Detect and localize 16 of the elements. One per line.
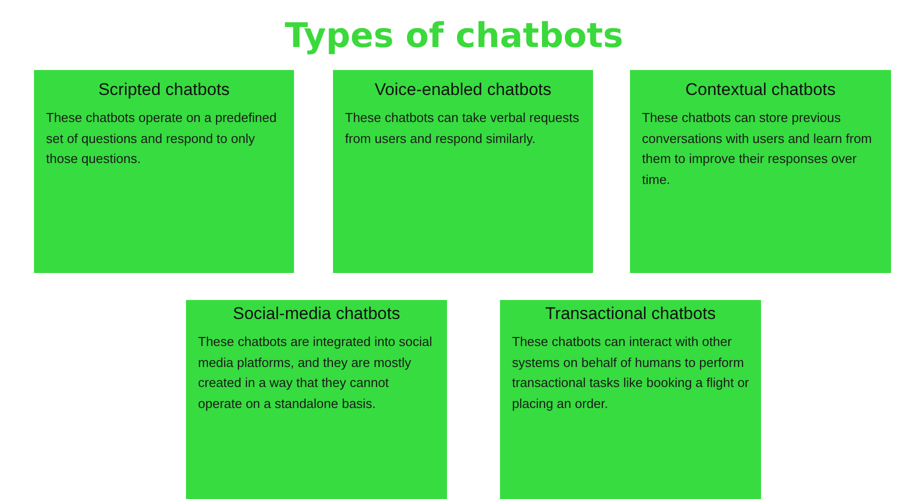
info-card (186, 300, 447, 499)
card-heading: Contextual chatbots (684, 80, 837, 100)
card-description: These chatbots operate on a predefined set of questions and respond to only those questions. (46, 109, 278, 168)
card-description: These chatbots can store previous conversations with users and learn from them to improve their responses over time. (642, 109, 873, 188)
info-card (34, 70, 294, 273)
card-description: These chatbots can interact with other systems on behalf of humans to perform transactional tasks like booking a flight or placing an order. (512, 333, 749, 413)
card-heading: Voice-enabled chatbots (374, 80, 552, 100)
info-card (500, 300, 761, 499)
card-description: These chatbots are integrated into social media platforms, and they are mostly created in a way that they cannot operate on a standalone basis. (198, 333, 434, 413)
card-heading: Social-media chatbots (232, 304, 402, 324)
info-card (333, 70, 593, 273)
info-card (630, 70, 891, 273)
card-heading: Scripted chatbots (97, 80, 231, 100)
title: Types of chatbots (284, 16, 624, 56)
card-description: These chatbots can take verbal requests from users and respond similarly. (345, 109, 580, 148)
card-heading: Transactional chatbots (544, 304, 717, 324)
